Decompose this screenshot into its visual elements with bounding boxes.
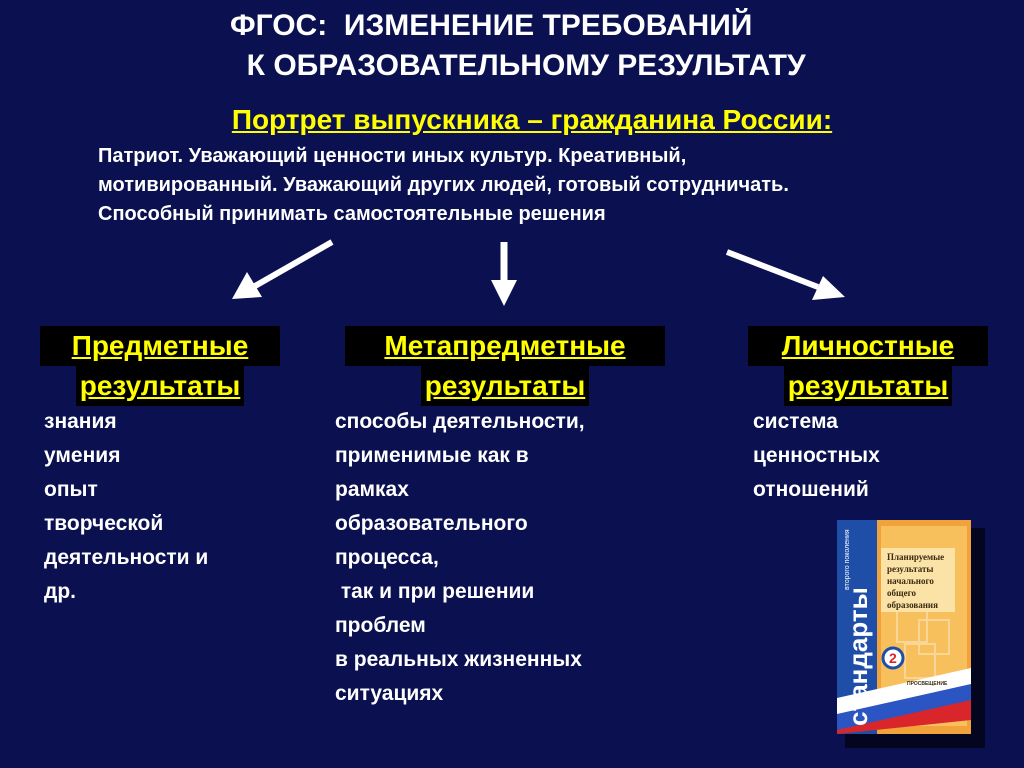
heading-word: результаты — [420, 366, 590, 406]
list-item: др. — [44, 580, 76, 603]
book-cover-image: Планируемые результаты начального общего… — [837, 520, 985, 748]
list-item: ценностных — [753, 444, 880, 467]
stripe-red — [837, 700, 971, 734]
arrow-right — [725, 249, 845, 300]
subject-results-heading: Предметные результаты — [40, 326, 280, 406]
arrow-left — [232, 239, 334, 299]
portrait-line: Патриот. Уважающий ценности иных культур… — [98, 145, 687, 167]
title-line-2: К ОБРАЗОВАТЕЛЬНОМУ РЕЗУЛЬТАТУ — [230, 49, 806, 82]
list-item: рамках — [335, 478, 409, 501]
list-item: применимые как в — [335, 444, 529, 467]
stripe-white — [837, 668, 971, 718]
cover-title-line: Планируемые — [887, 552, 944, 562]
list-item: система — [753, 410, 838, 433]
heading-line: Предметные — [40, 326, 280, 366]
list-item: образовательного — [335, 512, 528, 535]
list-item: так и при решении — [335, 580, 535, 603]
arrow-down — [491, 242, 517, 306]
heading-word: Личностные — [777, 326, 959, 366]
heading-word: результаты — [783, 366, 953, 406]
publisher-name: ПРОСВЕЩЕНИЕ — [907, 681, 948, 687]
list-item: умения — [44, 444, 121, 467]
heading-word: Метапредметные — [380, 326, 630, 366]
heading-word: результаты — [75, 366, 245, 406]
list-item: творческой — [44, 512, 164, 535]
svg-text:2: 2 — [889, 650, 897, 666]
portrait-text: Патриот. Уважающий ценности иных культур… — [98, 142, 998, 229]
stripe-blue — [837, 684, 971, 734]
heading-line: Метапредметные — [345, 326, 665, 366]
subject-results-list: знания умения опыт творческой деятельнос… — [44, 405, 208, 609]
portrait-heading: Портрет выпускника – гражданина России: — [231, 104, 833, 135]
list-item: проблем — [335, 614, 426, 637]
list-item: знания — [44, 410, 117, 433]
spine-subtitle: второго поколения — [844, 529, 851, 590]
list-item: отношений — [753, 478, 869, 501]
list-item: в реальных жизненных — [335, 648, 582, 671]
heading-word: Предметные — [67, 326, 253, 366]
list-item: процесса, — [335, 546, 439, 569]
list-item: деятельности и — [44, 546, 209, 569]
personal-results-heading: Личностные результаты — [748, 326, 988, 406]
list-item: способы деятельности, — [335, 410, 585, 433]
title-line-1: ФГОС: ИЗМЕНЕНИЕ ТРЕБОВАНИЙ — [230, 9, 753, 42]
portrait-line: мотивированный. Уважающий других людей, … — [98, 174, 789, 196]
spine-title: стандарты — [843, 587, 873, 726]
cover-title-line: образования — [887, 600, 938, 610]
portrait-line: Способный принимать самостоятельные реше… — [98, 203, 606, 225]
list-item: опыт — [44, 478, 98, 501]
slide-title: ФГОС: ИЗМЕНЕНИЕ ТРЕБОВАНИЙ К ОБРАЗОВАТЕЛ… — [230, 6, 930, 86]
cover-title-line: результаты — [887, 564, 933, 574]
metasubject-results-list: способы деятельности, применимые как в р… — [335, 405, 585, 711]
heading-line: Личностные — [748, 326, 988, 366]
list-item: ситуациях — [335, 682, 444, 705]
publisher-logo: 2 — [881, 646, 905, 670]
metasubject-results-heading: Метапредметные результаты — [345, 326, 665, 406]
cover-title-line: начального — [887, 576, 934, 586]
personal-results-list: система ценностных отношений — [753, 405, 880, 507]
cover-title-line: общего — [887, 588, 916, 598]
